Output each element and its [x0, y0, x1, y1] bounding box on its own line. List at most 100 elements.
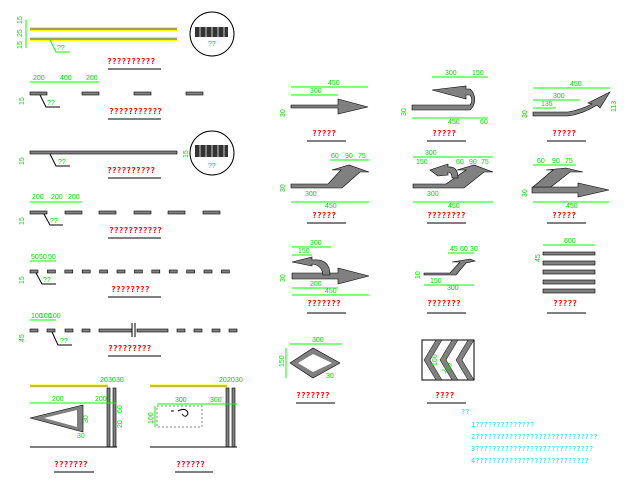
dim-text: 200	[33, 75, 45, 82]
dim-text: 90	[469, 159, 477, 166]
arrow-straight: 450 300 30 ?????	[280, 80, 369, 142]
dim-text: 300	[427, 191, 439, 198]
dim-text: 450	[448, 119, 460, 126]
dim-text: 75	[565, 158, 573, 165]
notes-title: ??	[461, 408, 469, 416]
dim-text: 45	[535, 254, 542, 262]
dash-mark	[99, 269, 108, 274]
dim-text: 45	[19, 334, 26, 342]
dim-text: 30	[522, 110, 529, 118]
panel-dashed-line-200-400: 200 400 200 15 ?? ???????????	[19, 75, 204, 120]
dim-text: 113	[611, 101, 618, 112]
dim-text: 15	[19, 217, 26, 225]
dim-text: 200	[52, 396, 64, 403]
callout-text: ??	[60, 338, 68, 345]
dim-text: 200	[86, 75, 98, 82]
arrow-label: ?????	[552, 211, 576, 220]
dim-text: 200	[32, 194, 44, 201]
panel-label: ??????????	[107, 166, 155, 175]
dim-text: 300	[447, 285, 459, 292]
crosswalk-stripes: 600 45 ?????	[535, 238, 596, 314]
arrow-label: ?????	[552, 129, 576, 138]
dim-text: 20	[100, 377, 108, 384]
dash-mark	[81, 269, 91, 274]
panel-label: ???????	[54, 460, 88, 469]
dim-text: 150	[298, 248, 310, 255]
dim-text: 60	[537, 158, 545, 165]
dim-text: 20	[227, 377, 235, 384]
dim-text: 15	[19, 276, 26, 284]
arrow-label: ?????	[312, 211, 336, 220]
dim-text: 45	[450, 246, 458, 253]
dash-mark	[186, 269, 195, 274]
chevron-marking: 100 150 ????	[421, 339, 475, 404]
dim-text: 200	[68, 194, 80, 201]
dim-text: 135	[541, 101, 553, 108]
dash-mark	[151, 269, 161, 274]
detail-text: ??	[208, 163, 216, 170]
arrow-label: ???????	[296, 391, 330, 400]
arrow-curve-right: 450 300 135 30 113 ?????	[522, 81, 618, 142]
dim-text: 20	[219, 377, 227, 384]
arrow-label: ?????	[553, 299, 577, 308]
dim-text: 450	[325, 288, 337, 295]
dim-text: 60	[117, 405, 124, 413]
panel-label: ????????	[111, 285, 150, 294]
dim-text: 60	[480, 119, 488, 126]
dim-text: 50	[39, 254, 47, 261]
dim-text: 90	[552, 158, 560, 165]
panel-short-dashed-line: 50 50 50 15 ?? ????????	[19, 254, 230, 298]
dim-text: 15	[19, 157, 26, 165]
dim-text: 450	[570, 81, 582, 88]
dim-text: 30	[116, 377, 124, 384]
panel-double-yellow-line: 15 25 15 ?? ?? ??????????	[17, 11, 235, 70]
dim-text: 200	[95, 396, 107, 403]
dim-text: 60	[331, 153, 339, 160]
panel-label: ?????????	[108, 344, 152, 353]
dim-text: 450	[325, 203, 337, 210]
dim-text: 15	[19, 97, 26, 105]
dim-text: 30	[235, 377, 243, 384]
dim-text: 100	[49, 313, 61, 320]
dim-text: 30	[280, 274, 287, 282]
dim-text: 600	[564, 238, 576, 245]
dim-text: 200	[310, 281, 322, 288]
dim-text: 300	[305, 191, 317, 198]
arrow-label: ????	[435, 391, 454, 400]
dim-text: 20	[117, 420, 124, 428]
dim-text: 450	[448, 203, 460, 210]
dim-text: 450	[328, 80, 340, 87]
dash-mark	[47, 269, 56, 274]
dash-mark	[203, 269, 213, 274]
dim-text: 400	[60, 75, 72, 82]
panel-yield-triangle: 200 200 20 30 30 30 60 20 30 ???????	[29, 377, 124, 473]
dim-text: 100	[40, 313, 52, 320]
dim-text: 90	[345, 153, 353, 160]
dim-text: 450	[566, 203, 578, 210]
dim-text: 100	[148, 412, 155, 424]
dim-text: 50	[48, 254, 56, 261]
diamond-marking: 300 150 30 ???????	[279, 337, 342, 404]
dim-text: 100	[31, 313, 43, 320]
panel-solid-line: 15 ?? 15 ?? ??????????	[19, 130, 235, 179]
callout-text: ??	[58, 159, 66, 166]
dim-text: 300	[312, 337, 324, 344]
panel-label: ???????????	[109, 226, 162, 235]
dim-text: 100	[432, 354, 439, 366]
arrow-label: ???????	[427, 299, 461, 308]
dim-text: 300	[210, 397, 222, 404]
dim-text: 75	[358, 153, 366, 160]
panel-stop-line: 300 300 100 20 20 30 ??????	[148, 377, 243, 473]
arrow-straight-left-merge: 60 90 75 450 300 30 ?????	[280, 153, 370, 224]
note-line: 2?????????????????????????????	[471, 433, 597, 441]
dim-text: 30	[470, 246, 478, 253]
dim-text: 75	[481, 159, 489, 166]
dash-mark	[64, 269, 74, 274]
arrow-merge-small: 45 60 30 150 300 10 ???????	[415, 246, 478, 314]
arrow-label: ???????	[307, 299, 341, 308]
note-line: 3????????????????????????????	[471, 445, 593, 453]
dim-text: 30	[83, 415, 90, 423]
dim-text: 15	[17, 41, 24, 49]
callout-text: ??	[50, 218, 58, 225]
